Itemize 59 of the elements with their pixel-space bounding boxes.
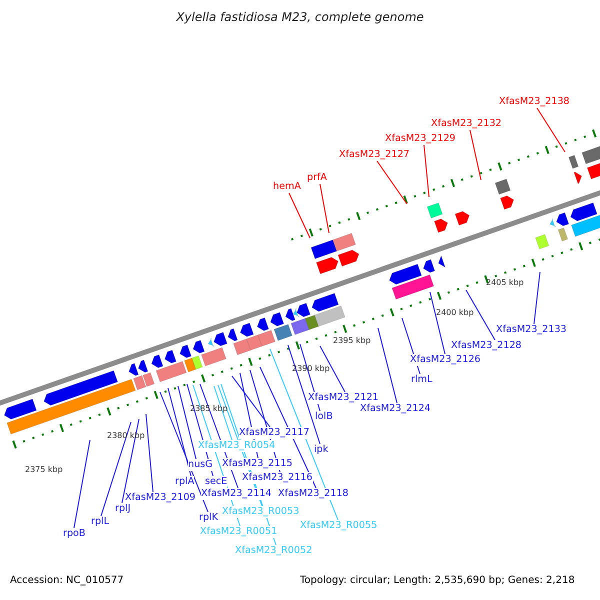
accession-text: Accession: NC_010577 bbox=[10, 575, 124, 587]
gene-label: XfasM23_2138 bbox=[499, 96, 570, 108]
gene-label: XfasM23_2126 bbox=[410, 354, 481, 366]
gene-label: XfasM23_R0052 bbox=[235, 545, 312, 557]
gene-label: XfasM23_2132 bbox=[431, 118, 502, 130]
leader-line bbox=[466, 290, 496, 340]
gene-label: prfA bbox=[307, 172, 327, 184]
leader-line bbox=[288, 192, 310, 238]
tick-label: 2375 kbp bbox=[25, 465, 63, 475]
tick-label: 2400 kbp bbox=[436, 308, 474, 318]
gene-label: XfasM23_R0051 bbox=[200, 526, 278, 538]
leader-line bbox=[376, 160, 408, 204]
leader-line bbox=[424, 144, 430, 198]
leader-line bbox=[320, 346, 346, 392]
genome-info-text: Topology: circular; Length: 2,535,690 bp; Genes: 2,218 bbox=[300, 575, 575, 587]
gene-label: ipk bbox=[314, 444, 328, 456]
gene-label: XfasM23_2114 bbox=[201, 488, 272, 500]
leader-line bbox=[470, 130, 482, 180]
gene-label: secE bbox=[205, 476, 228, 488]
leader-line bbox=[146, 414, 154, 492]
gene-label: XfasM23_2127 bbox=[339, 149, 410, 161]
leader-line bbox=[122, 418, 140, 504]
gene-label: rplA bbox=[175, 476, 194, 488]
gene-label: XfasM23_R0053 bbox=[222, 506, 300, 518]
gene-label: XfasM23_2118 bbox=[278, 488, 349, 500]
gene-label: XfasM23_2128 bbox=[451, 340, 522, 352]
leader-line bbox=[178, 386, 196, 460]
gene-label: XfasM23_2117 bbox=[239, 427, 310, 439]
gene-label: XfasM23_2133 bbox=[496, 324, 567, 336]
leader-line bbox=[534, 272, 540, 324]
leader-line bbox=[232, 376, 270, 428]
gene-label: XfasM23_2124 bbox=[360, 403, 431, 415]
leader-line bbox=[160, 392, 208, 512]
leader-line bbox=[270, 348, 338, 520]
gene-label: hemA bbox=[273, 181, 301, 193]
leader-line bbox=[320, 184, 330, 234]
map-title: Xylella fastidiosa M23, complete genome bbox=[175, 10, 425, 24]
gene-label: XfasM23_R0055 bbox=[300, 520, 378, 532]
leader-line bbox=[74, 440, 90, 528]
gene-label: nusG bbox=[188, 459, 213, 471]
tick-label: 2395 kbp bbox=[333, 336, 371, 346]
leader-line bbox=[168, 388, 192, 476]
leader-line bbox=[100, 422, 132, 516]
leader-line bbox=[536, 108, 566, 152]
gene-label: rplL bbox=[91, 516, 110, 528]
gene-label: XfasM23_2121 bbox=[308, 392, 379, 404]
gene-label: XfasM23_R0054 bbox=[198, 440, 276, 452]
gene-label: rplK bbox=[199, 512, 218, 524]
leader-line bbox=[214, 386, 232, 440]
tick-label: 2405 kbp bbox=[486, 278, 524, 288]
gene-label: XfasM23_2109 bbox=[125, 492, 196, 504]
leader-line bbox=[378, 328, 398, 404]
gene-label: XfasM23_2129 bbox=[385, 133, 456, 145]
gene-label: XfasM23_2116 bbox=[242, 472, 313, 484]
leader-line bbox=[430, 292, 446, 354]
gene-label: XfasM23_2115 bbox=[222, 458, 293, 470]
leader-line bbox=[288, 344, 320, 444]
gene-label: rplJ bbox=[115, 503, 131, 515]
gene-label: rpoB bbox=[63, 528, 86, 540]
